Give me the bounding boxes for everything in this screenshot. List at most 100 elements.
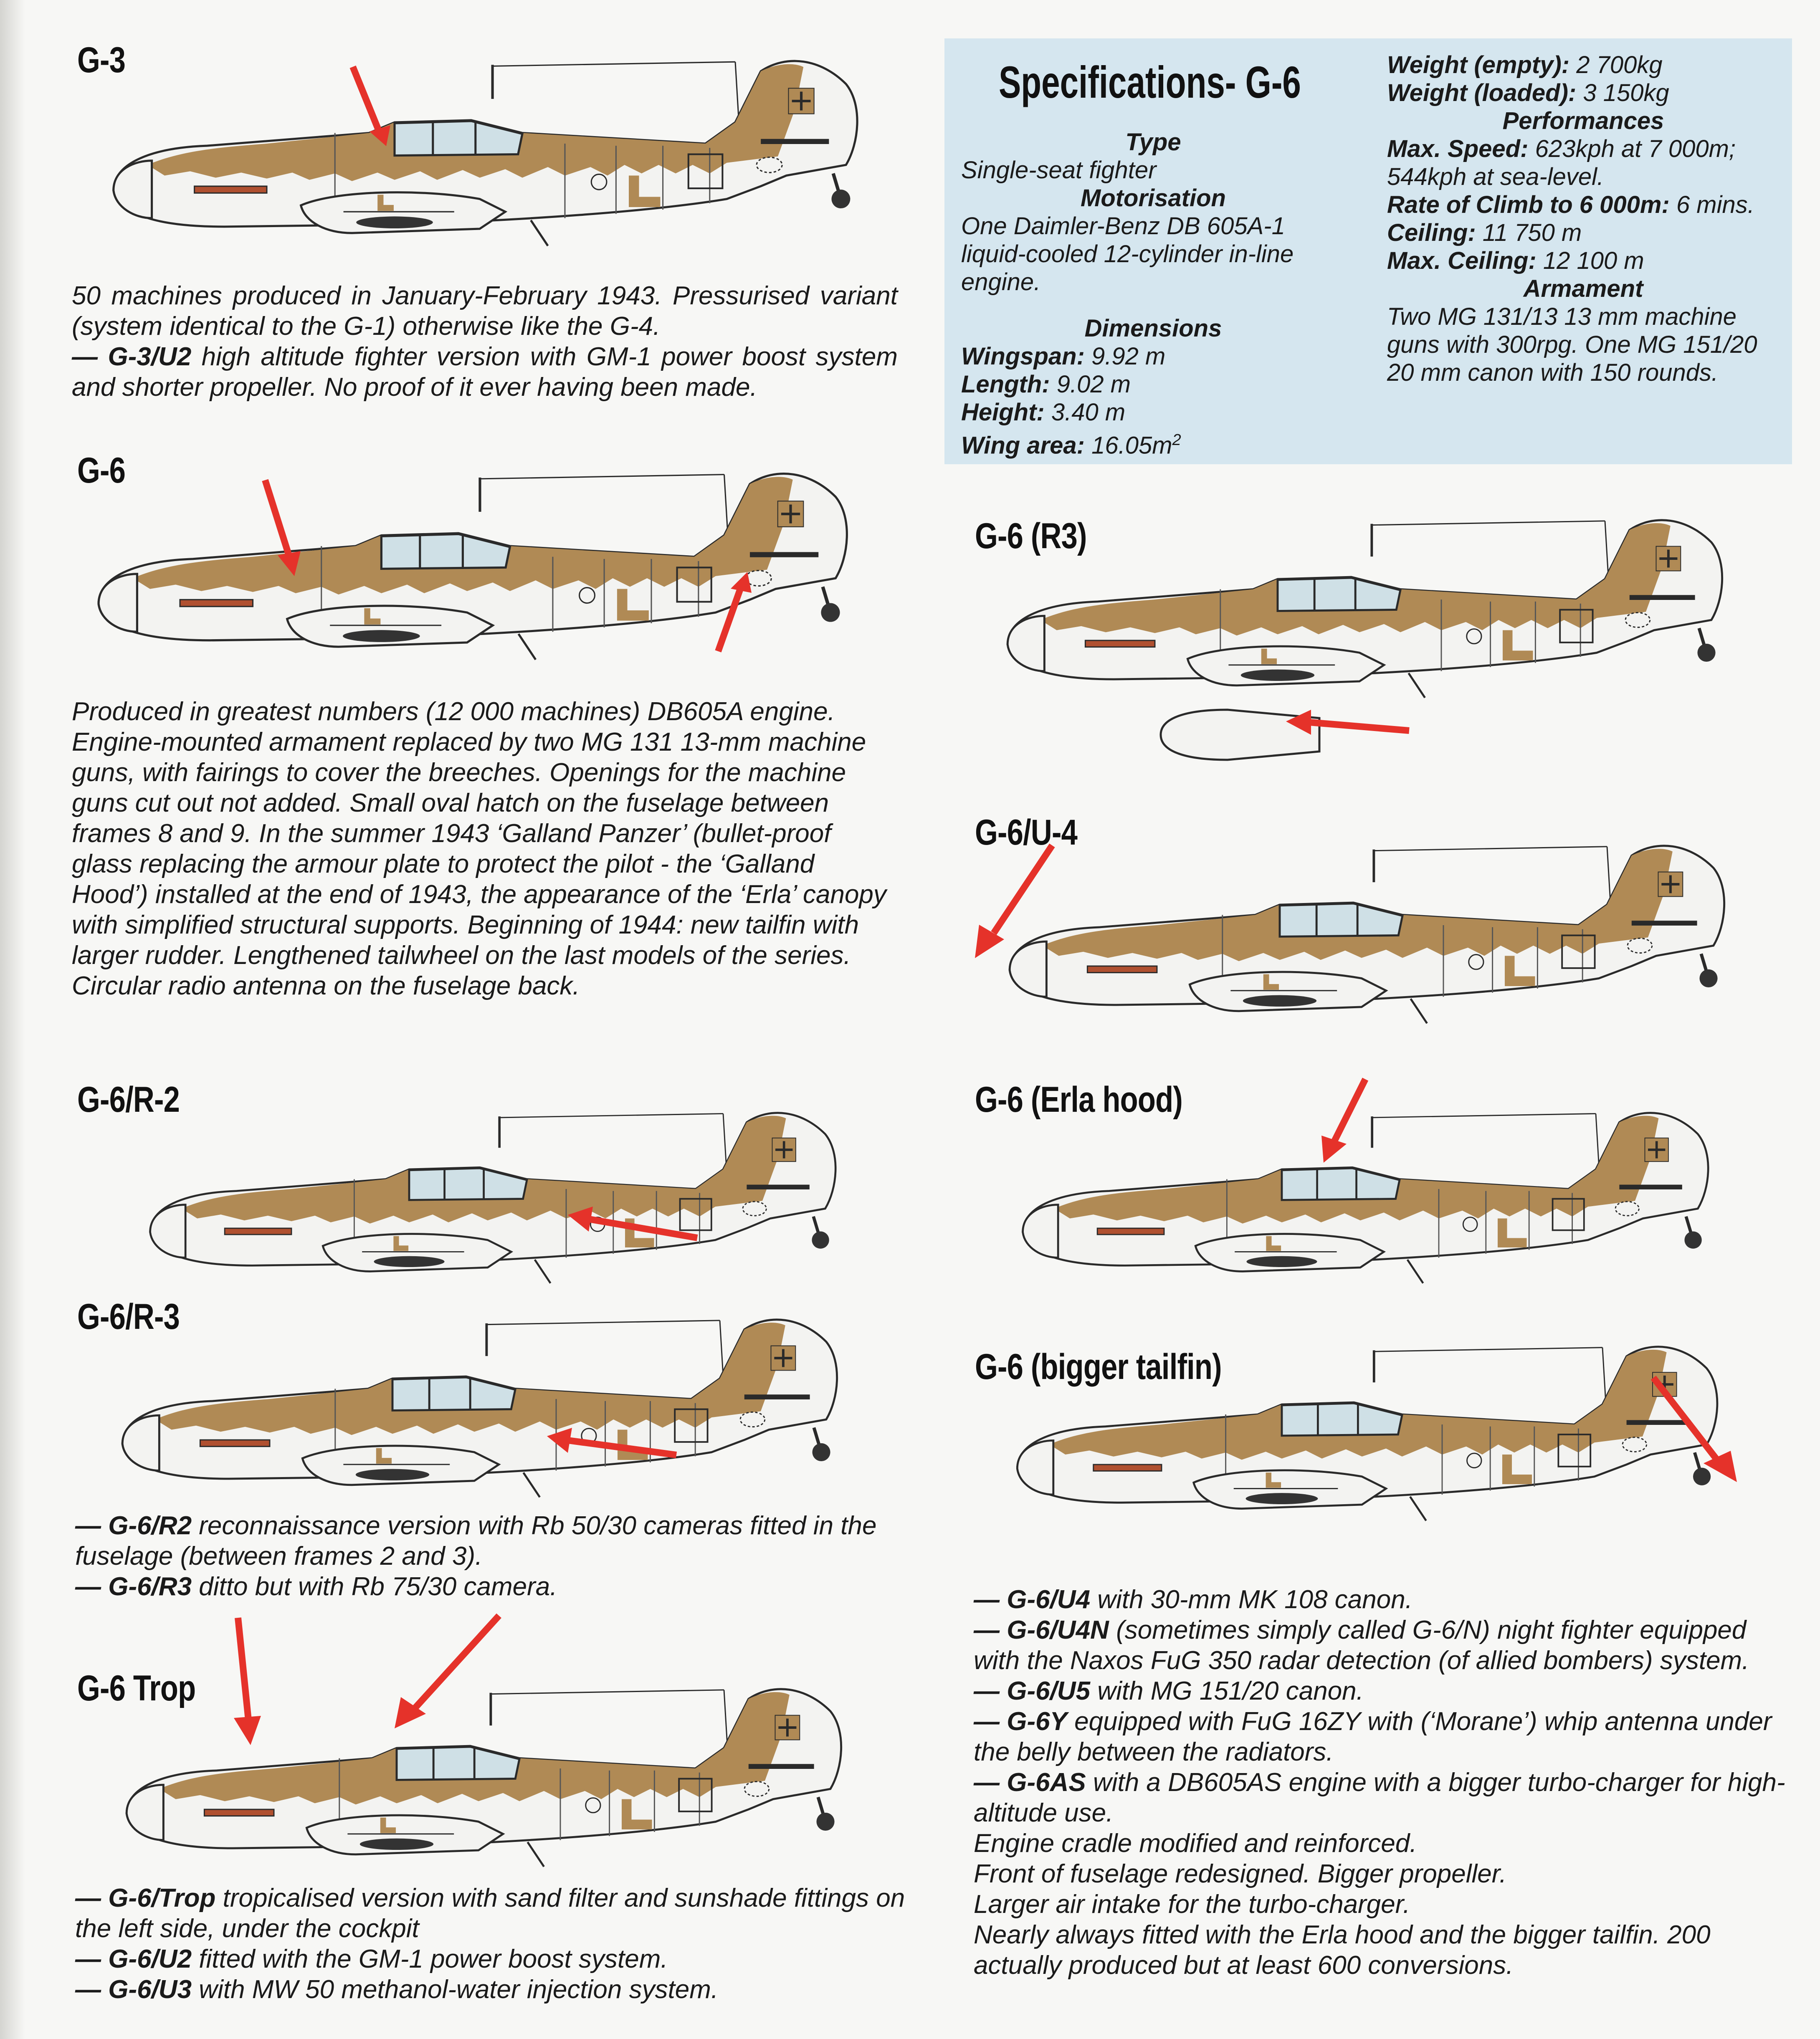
spec-weight-loaded: Weight (loaded): 3 150kg bbox=[1387, 79, 1779, 107]
spec-height-value: 3.40 m bbox=[1051, 399, 1126, 426]
title-g6-erla: G-6 (Erla hood) bbox=[975, 1080, 1183, 1120]
title-g3: G-3 bbox=[77, 40, 126, 80]
title-g6: G-6 bbox=[77, 450, 126, 491]
u3-line: — G-6/U3 with MW 50 methanol-water injec… bbox=[75, 1974, 906, 2005]
spec-col-right: Weight (empty): 2 700kg Weight (loaded):… bbox=[1387, 51, 1779, 387]
trop-label: — G-6/Trop bbox=[75, 1884, 216, 1913]
u3-desc: with MW 50 methanol-water injection syst… bbox=[192, 1975, 719, 2004]
title-g6-r3: G-6/R-3 bbox=[77, 1297, 180, 1337]
spec-motor-value: One Daimler-Benz DB 605A-1 liquid-cooled… bbox=[961, 213, 1294, 296]
g6as-desc: with a DB605AS engine with a bigger turb… bbox=[974, 1768, 1785, 1827]
u2-line: — G-6/U2 fitted with the GM-1 power boos… bbox=[75, 1944, 906, 1974]
r2-line: — G-6/R2 reconnaissance version with Rb … bbox=[75, 1510, 906, 1571]
spec-box: Specifications- G-6 Type Single-seat fig… bbox=[944, 38, 1792, 464]
g3u2-label: — G-3/U2 bbox=[72, 342, 192, 371]
u4-desc: with 30-mm MK 108 canon. bbox=[1090, 1585, 1412, 1614]
r3-desc: ditto but with Rb 75/30 camera. bbox=[192, 1572, 557, 1601]
spec-col-left: Type Single-seat fighter Motorisation On… bbox=[961, 128, 1345, 459]
spec-climb-label: Rate of Climb to 6 000m: bbox=[1387, 191, 1670, 218]
spec-wingspan-value: 9.92 m bbox=[1091, 343, 1166, 370]
spec-arm-label: Armament bbox=[1523, 275, 1643, 302]
spec-climb: Rate of Climb to 6 000m: 6 mins. bbox=[1387, 191, 1779, 219]
spec-weight-empty-label: Weight (empty): bbox=[1387, 51, 1570, 78]
arrow-g6-r3-camera bbox=[547, 1428, 677, 1458]
g6as-line: — G-6AS with a DB605AS engine with a big… bbox=[948, 1767, 1791, 1828]
arrow-g3-canopy bbox=[349, 65, 390, 146]
spec-wingspan: Wingspan: 9.92 m bbox=[961, 342, 1345, 370]
u5-desc: with MG 151/20 canon. bbox=[1090, 1677, 1364, 1705]
u4-label: — G-6/U4 bbox=[974, 1585, 1091, 1614]
arrow-g6-erla-canopy bbox=[1321, 1078, 1369, 1163]
r2-label: — G-6/R2 bbox=[75, 1511, 192, 1540]
plane-g6-trop bbox=[92, 1687, 906, 1891]
r2-r3-description: — G-6/R2 reconnaissance version with Rb … bbox=[75, 1510, 906, 1602]
title-g6-tailfin: G-6 (bigger tailfin) bbox=[975, 1347, 1222, 1387]
spec-weight-empty-value: 2 700kg bbox=[1576, 51, 1663, 78]
spec-climb-value: 6 mins. bbox=[1676, 191, 1754, 218]
title-g6-trop: G-6 Trop bbox=[77, 1668, 196, 1708]
spec-maxspeed-value: 623kph at 7 000m; 544kph at sea-level. bbox=[1387, 135, 1736, 190]
spec-dim-label: Dimensions bbox=[1084, 315, 1222, 342]
spec-length-value: 9.02 m bbox=[1056, 371, 1131, 398]
spec-ceiling-label: Ceiling: bbox=[1387, 219, 1476, 246]
spec-ceiling: Ceiling: 11 750 m bbox=[1387, 219, 1779, 247]
plane-g6-r2 bbox=[100, 1111, 914, 1307]
plane-g3-svg bbox=[94, 58, 908, 271]
spec-maxceiling: Max. Ceiling: 12 100 m bbox=[1387, 247, 1779, 275]
spec-motor-label: Motorisation bbox=[1081, 185, 1226, 212]
spec-height-label: Height: bbox=[961, 399, 1045, 426]
u4-line: — G-6/U4 with 30-mm MK 108 canon. bbox=[948, 1584, 1791, 1615]
spec-length: Length: 9.02 m bbox=[961, 370, 1345, 398]
arrow-g6-trop-sunshade bbox=[395, 1613, 501, 1728]
as-note-3: Larger air intake for the turbo-charger. bbox=[974, 1890, 1410, 1919]
plane-g6-u4-svg bbox=[975, 843, 1789, 1048]
arrow-g6-trop-filter bbox=[234, 1617, 261, 1745]
g3-desc-text: 50 machines produced in January-February… bbox=[72, 281, 898, 341]
plane-g6-svg bbox=[81, 470, 896, 687]
g6as-label: — G-6AS bbox=[974, 1768, 1086, 1797]
arrow-g6-u4-nose bbox=[975, 843, 1055, 958]
plane-g6 bbox=[81, 470, 896, 687]
plane-g6-rr3 bbox=[973, 518, 1787, 722]
u2-desc: fitted with the GM-1 power boost system. bbox=[192, 1945, 668, 1973]
spec-maxspeed-label: Max. Speed: bbox=[1387, 135, 1529, 162]
spec-maxceiling-label: Max. Ceiling: bbox=[1387, 247, 1536, 274]
spec-heading: Specifications- G-6 bbox=[999, 57, 1301, 107]
trop-line: — G-6/Trop tropicalised version with san… bbox=[75, 1883, 906, 1944]
plane-g6-r3 bbox=[88, 1317, 902, 1522]
u2-label: — G-6/U2 bbox=[75, 1945, 192, 1973]
page-edge bbox=[0, 0, 25, 2039]
plane-g6-rr3-svg bbox=[973, 518, 1787, 722]
spec-wingarea-sup: 2 bbox=[1172, 431, 1181, 449]
g6y-desc: equipped with FuG 16ZY with (‘Morane’) w… bbox=[974, 1707, 1772, 1766]
r3-label: — G-6/R3 bbox=[75, 1572, 192, 1601]
arrow-g6-rr3-droptank bbox=[1286, 710, 1410, 735]
spec-maxceiling-value: 12 100 m bbox=[1543, 247, 1644, 274]
title-g6-u4: G-6/U-4 bbox=[975, 812, 1078, 853]
drop-tank bbox=[1159, 708, 1321, 761]
plane-g6-r3-svg bbox=[88, 1317, 902, 1522]
spec-maxspeed: Max. Speed: 623kph at 7 000m; 544kph at … bbox=[1387, 135, 1779, 191]
trop-desc: tropicalised version with sand filter an… bbox=[75, 1884, 905, 1943]
as-note-1: Engine cradle modified and reinforced. bbox=[974, 1829, 1417, 1858]
spec-wingarea-label: Wing area: bbox=[961, 432, 1085, 459]
variants-description: — G-6/U4 with 30-mm MK 108 canon. — G-6/… bbox=[948, 1584, 1791, 1981]
arrow-g6-tailfin bbox=[1650, 1376, 1737, 1482]
spec-type-label: Type bbox=[1125, 129, 1181, 156]
r3-line: — G-6/R3 ditto but with Rb 75/30 camera. bbox=[75, 1571, 906, 1602]
title-g6-r2: G-6/R-2 bbox=[77, 1080, 180, 1120]
spec-perf-label: Performances bbox=[1502, 107, 1664, 134]
plane-g6-trop-svg bbox=[92, 1687, 906, 1891]
arrow-g6-nose bbox=[262, 479, 301, 576]
r2-desc: reconnaissance version with Rb 50/30 cam… bbox=[75, 1511, 877, 1571]
as-note-4: Nearly always fitted with the Erla hood … bbox=[974, 1920, 1711, 1980]
spec-wingspan-label: Wingspan: bbox=[961, 343, 1085, 370]
arrow-g6-r2-camera bbox=[568, 1207, 698, 1241]
g6-desc-text: Produced in greatest numbers (12 000 mac… bbox=[72, 697, 886, 1000]
spec-wingarea-value: 16.05m bbox=[1091, 432, 1172, 459]
u5-label: — G-6/U5 bbox=[974, 1677, 1091, 1705]
arrow-g6-tailwheel bbox=[715, 572, 752, 653]
plane-g6-erla bbox=[973, 1111, 1787, 1307]
u4n-label: — G-6/U4N bbox=[974, 1616, 1109, 1644]
spec-height: Height: 3.40 m bbox=[961, 398, 1345, 426]
